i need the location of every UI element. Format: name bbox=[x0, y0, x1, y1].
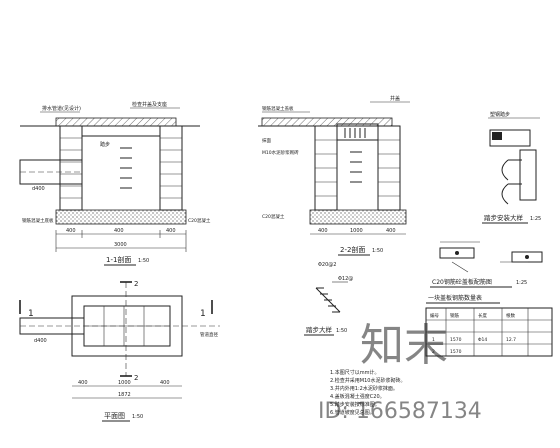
dim-total: 3000 bbox=[114, 242, 127, 248]
dim-left-2: 400 bbox=[318, 228, 328, 234]
cover-rebar-left bbox=[439, 247, 475, 259]
note-top-right: 检查井盖及支座 bbox=[132, 101, 167, 108]
plan-side-note: 管道直径 bbox=[200, 331, 218, 338]
dim-ticks bbox=[55, 230, 187, 252]
ladder-detail: Φ20@2 Φ12@ 踏步大样 1:50 bbox=[304, 262, 353, 336]
ladder-anchor bbox=[492, 132, 502, 140]
cover-frame-2 bbox=[336, 123, 379, 141]
base-slab-2 bbox=[309, 209, 407, 225]
section-mark-2-top: 2 bbox=[134, 280, 138, 288]
ladder-install-detail: 塑钢踏步 踏步安装大样 1:25 bbox=[482, 111, 541, 224]
note-line-5: 6.管道坡度见总图。 bbox=[330, 409, 375, 416]
ladder-hook-2 bbox=[501, 183, 509, 205]
note-line-3: 4.盖板混凝土强度C20。 bbox=[330, 393, 385, 400]
rebar-callout-1 bbox=[451, 261, 469, 273]
section-2-2-title: 2-2剖面 bbox=[340, 245, 365, 254]
pipe-label: d400 bbox=[32, 186, 45, 192]
dim-mid-2: 1000 bbox=[350, 228, 363, 234]
ladder-detail-title: 踏步大样 bbox=[306, 325, 333, 334]
ladder-steps bbox=[315, 287, 341, 313]
plan-pipe-label: d400 bbox=[34, 338, 47, 344]
note-bottom-left-2: C20混凝土 bbox=[262, 213, 285, 220]
rebar-cell-0-3: 12.7 bbox=[506, 337, 516, 343]
rebar-table-title: 一块盖板钢筋数量表 bbox=[428, 294, 482, 302]
rebar-cell-0-2: Φ14 bbox=[478, 337, 487, 343]
plan-view: d400 1 1 2 2 400 1000 400 1872 管道直径 平面图 … bbox=[19, 280, 220, 422]
rebar-header-1: 钢筋 bbox=[450, 312, 459, 319]
ladder-rungs-2 bbox=[350, 151, 362, 183]
section-1-1: 400 400 400 3000 d400 排水管道(见设计) 检查井盖及支座 … bbox=[19, 101, 211, 266]
cover-rebar-detail: C20钢筋砼盖板配筋图 1:25 bbox=[430, 241, 543, 288]
ladder-hook-1 bbox=[501, 159, 509, 181]
cover-detail-title: C20钢筋砼盖板配筋图 bbox=[432, 278, 492, 286]
ladder-note-top: 塑钢踏步 bbox=[490, 111, 510, 118]
note-line-0: 1.本图尺寸以mm计。 bbox=[330, 369, 380, 376]
dim-bottom-right: 400 bbox=[166, 228, 176, 234]
dim-bottom-left: 400 bbox=[66, 228, 76, 234]
plan-dim-c: 400 bbox=[160, 380, 170, 386]
watermark-id: ID: 166587134 bbox=[318, 399, 482, 424]
wall-left bbox=[59, 125, 83, 211]
watermark-logo-text: 知末 bbox=[360, 320, 448, 371]
ladder-rebar-2: Φ12@ bbox=[338, 276, 353, 282]
brick-courses-2 bbox=[315, 139, 400, 197]
note-mid-2: M10水泥砂浆砌砖 bbox=[262, 149, 299, 156]
note-bottom-left: 钢筋混凝土底板 bbox=[22, 217, 54, 224]
cover-detail-scale: 1:25 bbox=[516, 280, 527, 286]
watermark: 知末 ID: 166587134 bbox=[318, 320, 482, 424]
note-side: 踏步 bbox=[100, 141, 110, 148]
dim-bottom-mid: 400 bbox=[114, 228, 124, 234]
section-1-1-title: 1-1剖面 bbox=[106, 255, 131, 264]
ladder-wall bbox=[519, 149, 537, 201]
plan-title: 平面图 bbox=[104, 412, 125, 420]
rebar-cell-1-1: 1570 bbox=[450, 349, 462, 355]
note-line-4: 5.踏步安装按标准图。 bbox=[330, 401, 380, 408]
note-top-left: 排水管道(见设计) bbox=[42, 105, 81, 112]
cover-slab bbox=[81, 125, 161, 137]
cover-grille bbox=[344, 128, 366, 138]
rebar-header-0: 编号 bbox=[430, 312, 439, 319]
note-bottom-right: C20混凝土 bbox=[188, 217, 211, 224]
section-1-1-scale: 1:50 bbox=[138, 258, 149, 264]
note-top-2: 井盖 bbox=[390, 95, 400, 102]
plan-dim-total: 1872 bbox=[118, 392, 131, 398]
section-mark-1-left: 1 bbox=[28, 309, 34, 319]
wall-right bbox=[159, 125, 183, 211]
rebar-table: 一块盖板钢筋数量表 编号 钢筋 长度 根数 1 1570 Φ14 12.7 2 … bbox=[425, 294, 553, 357]
rebar-dot-2 bbox=[525, 255, 529, 259]
general-notes: 1.本图尺寸以mm计。 2.检查井采用M10水泥砂浆砌砖。 3.井内外用1:2水… bbox=[330, 369, 405, 416]
note-left-2: 抹面 bbox=[262, 137, 271, 144]
rebar-cell-1-0: 2 bbox=[432, 349, 435, 355]
ladder-install-title: 踏步安装大样 bbox=[484, 213, 524, 222]
rebar-header-2: 长度 bbox=[478, 312, 487, 319]
rebar-dot-1 bbox=[455, 251, 459, 255]
base-slab bbox=[55, 209, 187, 225]
rebar-table-grid bbox=[426, 308, 552, 356]
note-line-2: 3.井内外用1:2水泥砂浆抹面。 bbox=[330, 385, 398, 392]
note-top-left-2: 钢筋混凝土盖板 bbox=[262, 105, 294, 112]
plan-dim-b: 1000 bbox=[118, 380, 131, 386]
rebar-cell-0-1: 1570 bbox=[450, 337, 462, 343]
ladder-detail-scale: 1:50 bbox=[336, 328, 347, 334]
rebar-cell-0-0: 1 bbox=[432, 337, 435, 343]
plan-dim-a: 400 bbox=[78, 380, 88, 386]
section-2-2: 400 1000 400 井盖 钢筋混凝土盖板 抹面 M10水泥砂浆砌砖 C20… bbox=[258, 95, 410, 256]
ladder-rebar-1: Φ20@2 bbox=[318, 262, 336, 268]
dim-right-2: 400 bbox=[386, 228, 396, 234]
section-2-2-scale: 1:50 bbox=[372, 248, 383, 254]
plan-scale: 1:50 bbox=[132, 414, 143, 420]
section-mark-1-right: 1 bbox=[200, 309, 206, 319]
ground-hatch-left bbox=[55, 117, 177, 127]
ground-hatch-2 bbox=[261, 117, 393, 127]
ladder-install-scale: 1:25 bbox=[530, 216, 541, 222]
note-line-1: 2.检查井采用M10水泥砂浆砌砖。 bbox=[330, 377, 405, 384]
ladder-rungs bbox=[120, 147, 132, 189]
section-mark-2-bottom: 2 bbox=[134, 374, 138, 382]
brick-courses bbox=[60, 137, 182, 199]
rebar-header-3: 根数 bbox=[506, 312, 515, 319]
ladder-wall-block bbox=[489, 129, 531, 147]
